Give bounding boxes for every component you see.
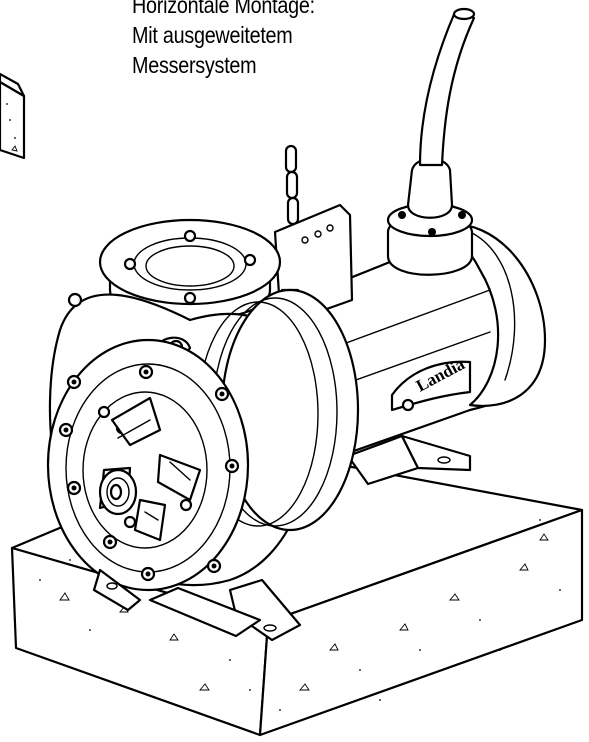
- cutting-system: [98, 396, 202, 542]
- front-cover: [46, 338, 250, 592]
- concrete-speckle: [39, 519, 561, 711]
- caption-line-2: Mit ausgeweitetem: [132, 22, 293, 48]
- caption-line-1: Horizontale Montage:: [132, 0, 315, 18]
- caption-line-3: Messersystem: [132, 52, 257, 78]
- cover-bolts: [58, 364, 240, 582]
- rear-foot: [346, 434, 472, 486]
- caption: Horizontale Montage: Mit ausgeweitetem M…: [132, 0, 390, 80]
- cable-gland: [386, 7, 476, 276]
- front-foot: [92, 568, 302, 642]
- side-block: [0, 72, 26, 160]
